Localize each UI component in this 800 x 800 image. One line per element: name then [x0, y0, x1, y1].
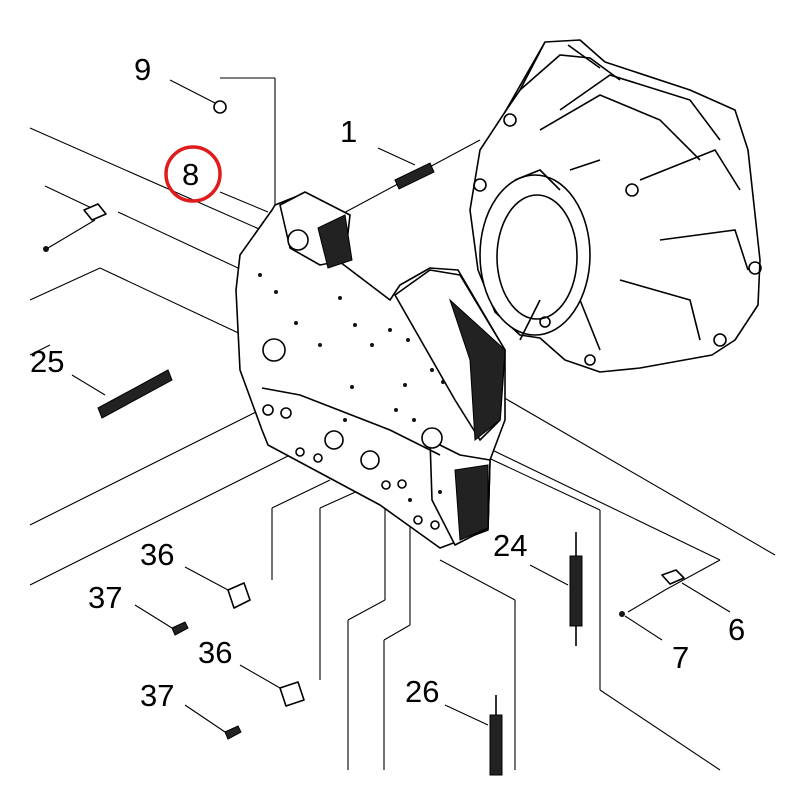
- callout-37-lower: 37: [140, 678, 174, 713]
- callout-6: 6: [728, 612, 745, 647]
- clip-part-6: [627, 559, 731, 613]
- clip-part-36-lower: [239, 664, 305, 707]
- plate-assembly-part-8: [235, 191, 506, 549]
- callout-25: 25: [30, 344, 64, 379]
- callout-26: 26: [405, 674, 439, 709]
- stud-part-1: [377, 147, 435, 190]
- clip-part-36-upper: [184, 566, 251, 609]
- highlight-circle-8: [164, 145, 222, 203]
- callout-labels: 1 6 7 8 9 24 25 26 36 36 37 37: [30, 52, 745, 713]
- screw-part-37-lower: [184, 704, 242, 740]
- callout-8: 8: [182, 157, 199, 192]
- callout-24: 24: [493, 528, 527, 563]
- leader-8: [219, 191, 269, 213]
- callout-7: 7: [672, 640, 689, 675]
- stud-part-24: [529, 532, 583, 646]
- callout-1: 1: [340, 114, 357, 149]
- callout-36-upper: 36: [140, 537, 174, 572]
- screw-part-37-upper: [134, 604, 189, 636]
- left-clip: [43, 203, 107, 252]
- callout-37-upper: 37: [88, 580, 122, 615]
- gear-housing: [469, 39, 762, 373]
- screw-part-7: [619, 611, 663, 641]
- callout-36-lower: 36: [198, 635, 232, 670]
- stud-part-26: [444, 695, 503, 776]
- callout-9: 9: [134, 52, 151, 87]
- nut-part-9: [169, 79, 227, 114]
- stud-part-25: [71, 369, 173, 419]
